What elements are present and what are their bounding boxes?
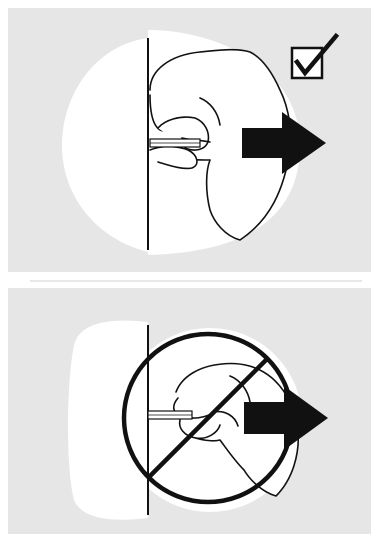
cable-plug-correct — [150, 139, 200, 147]
cable-incorrect — [148, 411, 192, 419]
panel-incorrect — [8, 288, 371, 534]
panel-correct — [8, 8, 371, 272]
